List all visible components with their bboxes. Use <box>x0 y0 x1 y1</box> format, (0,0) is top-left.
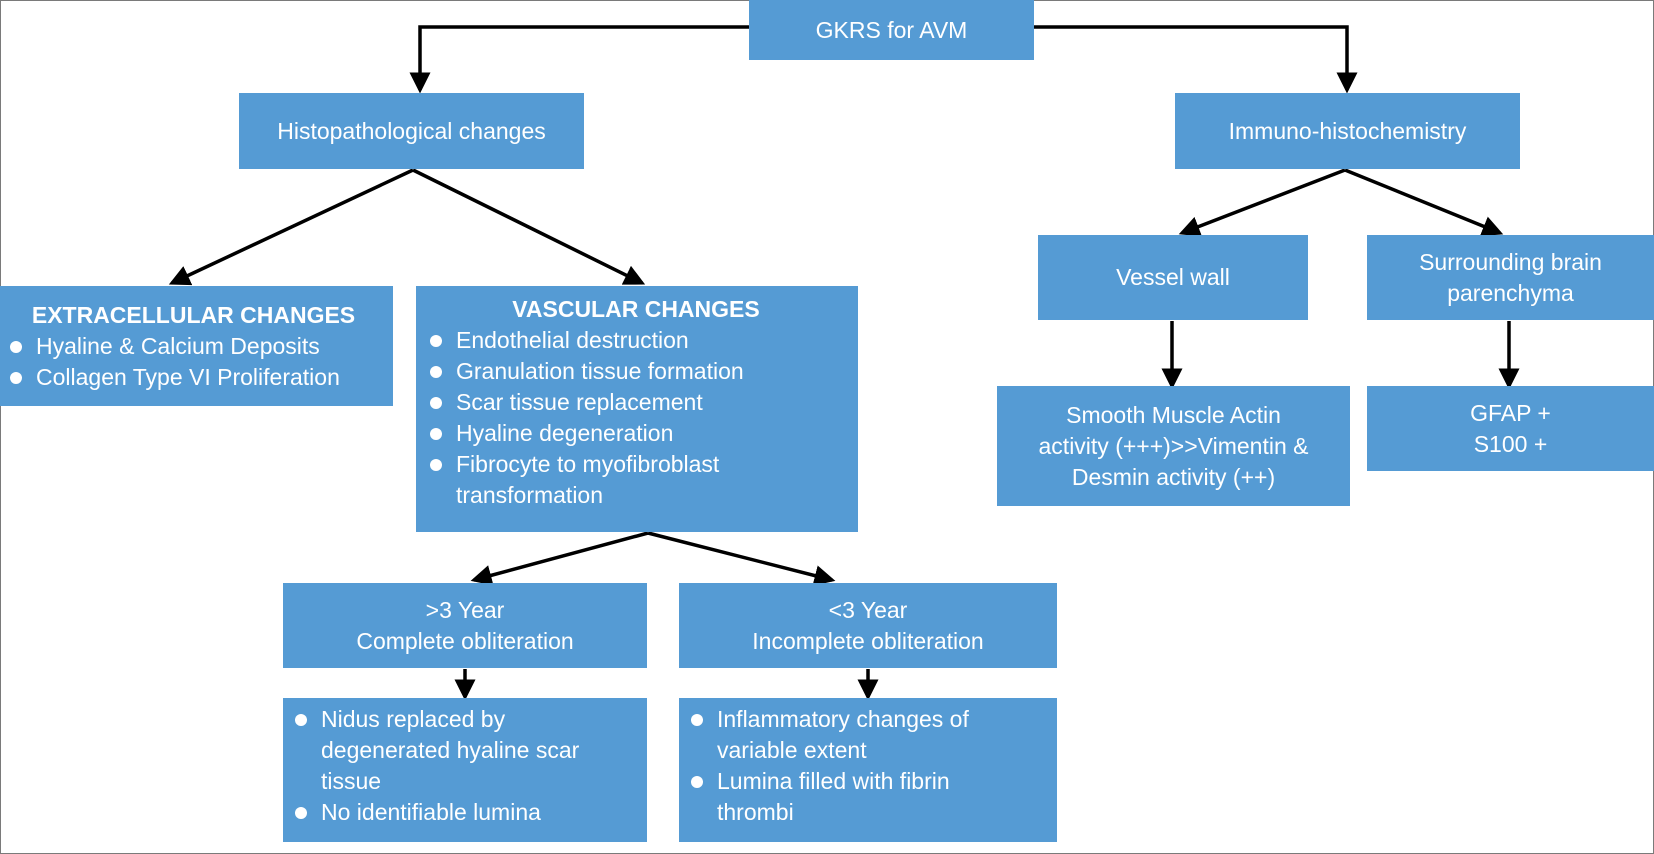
list-item: Nidus replaced by degenerated hyaline sc… <box>289 704 617 797</box>
smooth-muscle-line-1: Smooth Muscle Actin <box>1066 401 1281 428</box>
parenchyma-line-1: Surrounding brain <box>1419 248 1602 275</box>
parenchyma-line-2: parenchyma <box>1447 279 1574 306</box>
extracellular-node: EXTRACELLULAR CHANGES Hyaline & Calcium … <box>0 286 393 406</box>
complete-details-node: Nidus replaced by degenerated hyaline sc… <box>283 698 647 842</box>
list-item: Lumina filled with fibrin thrombi <box>685 766 1027 828</box>
arrow-immuno-to-vessel-wall <box>1178 168 1346 237</box>
list-item: Fibrocyte to myofibroblast transformatio… <box>424 449 788 511</box>
arrow-histo-to-extracellular <box>168 168 414 286</box>
list-item: Inflammatory changes of variable extent <box>685 704 1027 766</box>
list-item: Hyaline degeneration <box>424 418 788 449</box>
gfap-line-1: GFAP + <box>1470 399 1551 426</box>
vessel-wall-label: Vessel wall <box>1116 264 1230 290</box>
arrow-root-to-immuno <box>1034 25 1358 94</box>
lt3-line-2: Incomplete obliteration <box>752 627 984 654</box>
arrow-vascular-to-gt3 <box>470 531 649 586</box>
root-label: GKRS for AVM <box>815 16 968 43</box>
immuno-node: Immuno-histochemistry <box>1175 93 1520 169</box>
list-item: No identifiable lumina <box>289 797 617 828</box>
vascular-title: VASCULAR CHANGES <box>512 296 760 322</box>
gfap-line-2: S100 + <box>1473 430 1548 457</box>
list-item: Endothelial destruction <box>424 325 788 356</box>
lt3-line-1: <3 Year <box>828 596 908 623</box>
arrow-root-to-histopathological <box>409 25 750 94</box>
extracellular-title: EXTRACELLULAR CHANGES <box>31 302 356 328</box>
list-item: Hyaline & Calcium Deposits <box>4 331 383 362</box>
vascular-node: VASCULAR CHANGES Endothelial destruction… <box>416 286 858 532</box>
arrow-vascular-to-lt3 <box>647 531 836 586</box>
gt3-line-2: Complete obliteration <box>356 627 574 654</box>
lt3-node: <3 Year Incomplete obliteration <box>679 583 1057 668</box>
gt3-line-1: >3 Year <box>425 596 505 623</box>
vessel-wall-node: Vessel wall <box>1038 235 1308 320</box>
incomplete-details-node: Inflammatory changes of variable extent … <box>679 698 1057 842</box>
histopathological-node: Histopathological changes <box>239 93 584 169</box>
arrow-histo-to-vascular <box>412 168 646 285</box>
histopathological-label: Histopathological changes <box>277 117 546 144</box>
list-item: Granulation tissue formation <box>424 356 788 387</box>
smooth-muscle-node: Smooth Muscle Actin activity (+++)>>Vime… <box>997 386 1350 506</box>
immuno-label: Immuno-histochemistry <box>1228 117 1467 144</box>
parenchyma-node: Surrounding brain parenchyma <box>1367 235 1654 320</box>
smooth-muscle-line-2: activity (+++)>>Vimentin & <box>1038 432 1309 459</box>
list-item: Scar tissue replacement <box>424 387 788 418</box>
gfap-node: GFAP + S100 + <box>1367 386 1654 471</box>
list-item: Collagen Type VI Proliferation <box>4 362 383 393</box>
root-node: GKRS for AVM <box>749 0 1034 60</box>
arrow-immuno-to-parenchyma <box>1344 168 1504 237</box>
smooth-muscle-line-3: Desmin activity (++) <box>1071 463 1276 490</box>
gt3-node: >3 Year Complete obliteration <box>283 583 647 668</box>
